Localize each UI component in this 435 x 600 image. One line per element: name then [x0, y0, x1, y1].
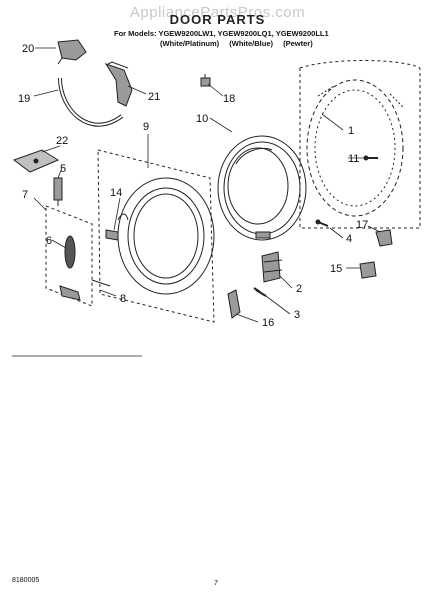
- callout-16: 15: [330, 263, 342, 275]
- leader-lines: [33, 47, 381, 323]
- part-14-insert: [105, 229, 119, 241]
- part-10-door-glass: [217, 135, 307, 241]
- models-line: For Models: YGEW9200LW1, YGEW9200LQ1, YG…: [114, 29, 329, 38]
- callout-21: 21: [148, 91, 160, 103]
- page-title: DOOR PARTS: [169, 12, 266, 27]
- part-17-clip: [375, 229, 393, 247]
- inner-door-panel: [45, 205, 111, 307]
- callout-1: 1: [348, 125, 354, 137]
- part-20-hinge-cover: [57, 39, 87, 65]
- callout-4: 4: [346, 233, 352, 245]
- callout-17: 17: [356, 219, 368, 231]
- callout-10: 10: [196, 113, 208, 125]
- callout-11: 11: [348, 153, 359, 165]
- callout-8: 8: [120, 293, 126, 305]
- callout-15: 16: [262, 317, 274, 329]
- callout-3: 3: [294, 309, 300, 321]
- part-5-latch: [53, 177, 63, 206]
- callout-6: 6: [46, 235, 52, 247]
- part-2-hinge: [261, 251, 283, 283]
- color-white-blue: (White/Blue): [229, 39, 274, 48]
- part-19-strip: [58, 77, 124, 127]
- callout-18: 18: [223, 93, 235, 105]
- part-16-clip: [359, 261, 377, 279]
- part-15-bracket: [227, 289, 241, 319]
- callout-22: 22: [56, 135, 68, 147]
- part-22-plate: [12, 149, 60, 173]
- washer-cabinet: [299, 60, 421, 229]
- part-21-clip: [104, 61, 133, 107]
- color-white-platinum: (White/Platinum): [160, 39, 220, 48]
- callout-2: 2: [296, 283, 302, 295]
- callout-7: 7: [22, 189, 28, 201]
- callout-20: 20: [22, 43, 34, 55]
- callout-9: 9: [143, 121, 149, 133]
- watermark-text: AppliancePartsPros.com: [129, 4, 306, 21]
- part-18-screw: [200, 74, 211, 87]
- part-3-screw: [253, 287, 267, 297]
- callout-numbers: 20 19 21 18 9 10 1 22 11 5 7 14 17 6 4 1…: [18, 43, 368, 329]
- callout-5: 5: [60, 163, 66, 175]
- document-number: 8180005: [12, 577, 40, 584]
- color-pewter: (Pewter): [283, 39, 313, 48]
- page-number: 7: [214, 580, 218, 587]
- callout-14: 14: [110, 187, 122, 199]
- model-colors: (White/Platinum) (White/Blue) (Pewter): [160, 39, 321, 48]
- callout-19: 19: [18, 93, 30, 105]
